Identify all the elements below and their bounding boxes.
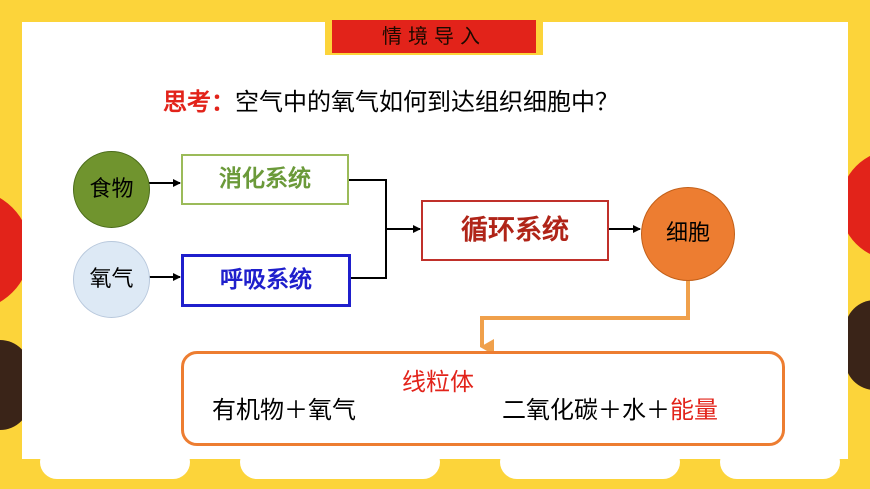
node-circulatory-system: 循环系统	[421, 200, 609, 261]
equation-arrow-label: 线粒体	[402, 368, 474, 396]
frame-top	[0, 0, 870, 22]
equation-energy: 能量	[670, 396, 718, 424]
equation-box	[181, 351, 785, 446]
slide-title: 情境导入	[332, 20, 536, 53]
node-food: 食物	[73, 151, 150, 228]
arrow-cell-to-equation	[480, 280, 690, 355]
node-respiratory-system: 呼吸系统	[181, 254, 351, 307]
question-text: 空气中的氧气如何到达组织细胞中？	[235, 88, 619, 116]
equation-left: 有机物＋氧气	[212, 396, 356, 424]
question: 思考：空气中的氧气如何到达组织细胞中？	[163, 85, 619, 119]
question-label: 思考：	[163, 88, 235, 116]
decoration-right-dark	[845, 300, 870, 390]
connector-digestive	[348, 179, 387, 279]
equation-products: 二氧化碳＋水＋	[502, 396, 670, 424]
equation-right: 二氧化碳＋水＋能量	[502, 390, 718, 425]
node-oxygen: 氧气	[73, 241, 150, 318]
node-cell: 细胞	[641, 187, 735, 281]
node-digestive-system: 消化系统	[181, 154, 349, 205]
